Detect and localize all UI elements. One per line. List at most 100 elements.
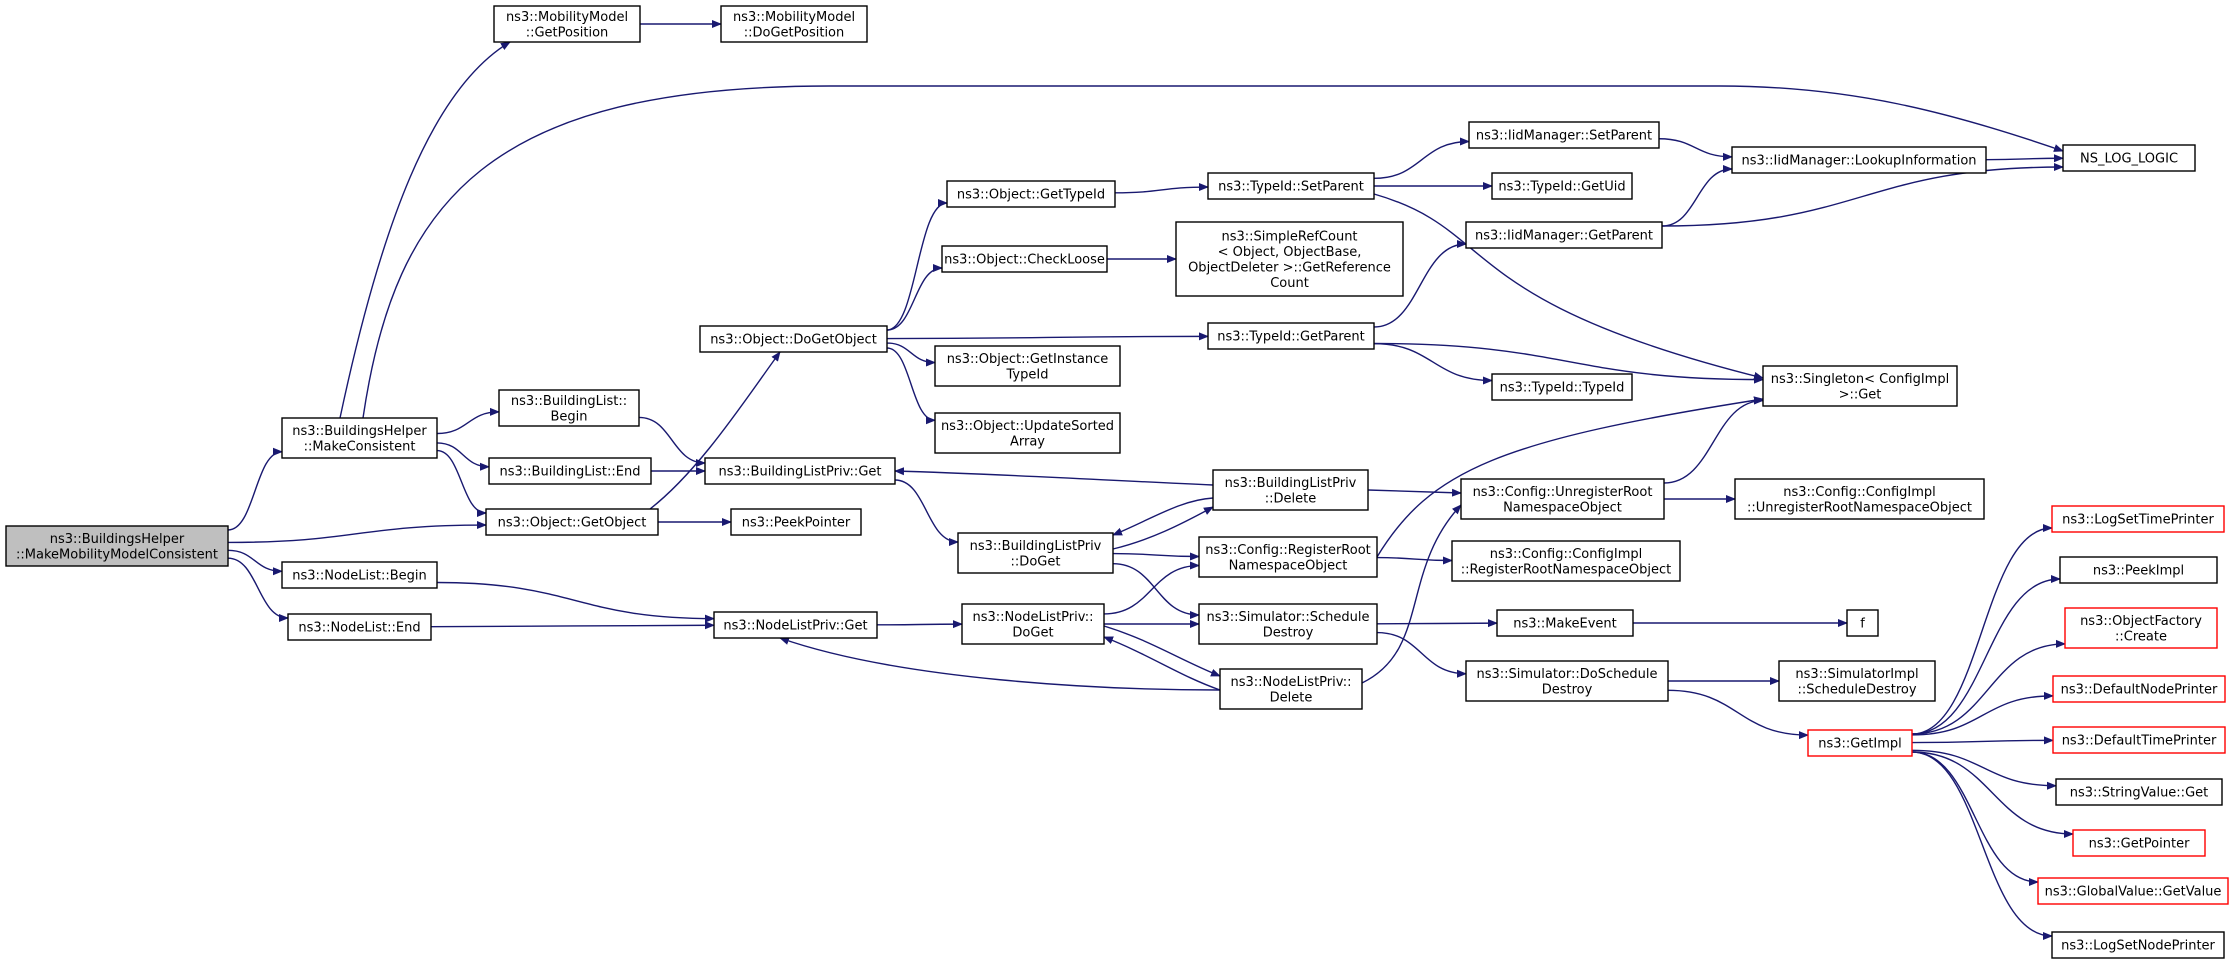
node-blp-dg[interactable]: ns3::BuildingListPriv::DoGet (957, 532, 1114, 574)
edge-blp_del-to-blp_dg (1112, 497, 1214, 536)
node-box (2052, 675, 2226, 703)
edge-bl_begin-to-blp_get (638, 416, 706, 467)
edge-root-to-obj_go (227, 521, 487, 544)
edge-nlp_del-to-nlp_dg (1103, 636, 1221, 691)
node-box (1778, 660, 1936, 702)
edge-getimpl-to-sv_get (1911, 749, 2057, 790)
node-cfgi-urn[interactable]: ns3::Config::ConfigImpl::UnregisterRootN… (1734, 478, 1985, 520)
node-box (1212, 469, 1369, 511)
node-cfgi-rrn[interactable]: ns3::Config::ConfigImpl::RegisterRootNam… (1451, 540, 1681, 582)
node-nl-end[interactable]: ns3::NodeList::End (287, 613, 432, 641)
node-label-line: DoGet (1012, 625, 1053, 640)
node-label-line: ns3::TypeId::TypeId (1500, 381, 1625, 396)
node-label-line: ns3::BuildingsHelper (292, 424, 427, 439)
node-nlp-dg[interactable]: ns3::NodeListPriv::DoGet (961, 603, 1105, 645)
node-lstp[interactable]: ns3::LogSetTimePrinter (2051, 505, 2225, 533)
node-log[interactable]: NS_LOG_LOGIC (2062, 144, 2196, 172)
node-box (2059, 556, 2218, 584)
node-iid-li[interactable]: ns3::IidManager::LookupInformation (1731, 146, 1987, 174)
node-nlp-get[interactable]: ns3::NodeListPriv::Get (713, 611, 878, 639)
node-box (941, 245, 1108, 273)
node-mm-gp[interactable]: ns3::MobilityModel::GetPosition (493, 5, 641, 43)
node-mkevent[interactable]: ns3::MakeEvent (1496, 609, 1634, 637)
edge-obj_dgo-to-obj_gti (886, 199, 948, 331)
edge-nlp_dg-to-cfg_rrn (1103, 561, 1200, 615)
node-blp-get[interactable]: ns3::BuildingListPriv::Get (704, 457, 896, 485)
edge-cfg_rrn-to-cfgi_rrn (1376, 556, 1453, 565)
node-label-line: f (1860, 617, 1865, 632)
node-nlp-del[interactable]: ns3::NodeListPriv::Delete (1219, 668, 1363, 710)
node-blp-del[interactable]: ns3::BuildingListPriv::Delete (1212, 469, 1369, 511)
node-label-line: NamespaceObject (1229, 558, 1348, 573)
node-singleton[interactable]: ns3::Singleton< ConfigImpl>::Get (1762, 365, 1958, 407)
node-getptr[interactable]: ns3::GetPointer (2072, 829, 2206, 857)
node-obj-gti[interactable]: ns3::Object::GetTypeId (946, 180, 1116, 208)
node-sv-get[interactable]: ns3::StringValue::Get (2055, 778, 2223, 806)
node-srf[interactable]: ns3::SimpleRefCount< Object, ObjectBase,… (1175, 221, 1404, 297)
node-label-line: ns3::TypeId::SetParent (1218, 180, 1364, 195)
node-box (2052, 726, 2226, 754)
node-bl-begin[interactable]: ns3::BuildingList::Begin (498, 389, 640, 427)
node-label-line: ns3::MobilityModel (733, 10, 855, 25)
node-dnp[interactable]: ns3::DefaultNodePrinter (2052, 675, 2226, 703)
node-gv-getvalue[interactable]: ns3::GlobalValue::GetValue (2037, 877, 2229, 905)
edge-getimpl-to-dtp (1911, 736, 2054, 745)
node-box (1468, 121, 1660, 149)
node-peekptr[interactable]: ns3::PeekPointer (730, 508, 862, 536)
node-tid-sp[interactable]: ns3::TypeId::SetParent (1207, 172, 1375, 200)
node-bl-end[interactable]: ns3::BuildingList::End (488, 457, 652, 485)
node-box (1491, 172, 1633, 200)
node-nl-begin[interactable]: ns3::NodeList::Begin (281, 561, 438, 589)
node-box (493, 5, 641, 43)
node-label-line: ns3::MakeEvent (1513, 617, 1617, 632)
node-box (2037, 877, 2229, 905)
node-cfg-rrn[interactable]: ns3::Config::RegisterRootNamespaceObject (1198, 536, 1378, 578)
node-sim-sd[interactable]: ns3::Simulator::ScheduleDestroy (1198, 603, 1378, 645)
node-lsnp[interactable]: ns3::LogSetNodePrinter (2051, 931, 2225, 959)
edge-blp_dg-to-blp_del (1112, 506, 1214, 550)
node-peekimpl[interactable]: ns3::PeekImpl (2059, 556, 2218, 584)
edge-iid_sp-to-iid_li (1658, 138, 1733, 161)
node-label-line: ns3::BuildingsHelper (50, 532, 185, 547)
node-label-line: ::DoGetPosition (744, 25, 845, 40)
node-label-line: ::MakeMobilityModelConsistent (16, 547, 218, 562)
node-simi-sd[interactable]: ns3::SimulatorImpl::ScheduleDestroy (1778, 660, 1936, 702)
node-box (730, 508, 862, 536)
node-label-line: ns3::Config::RegisterRoot (1205, 543, 1371, 558)
edge-obj_go-to-obj_dgo (649, 351, 781, 510)
edge-getimpl-to-getptr (1911, 751, 2074, 838)
node-tid-gp[interactable]: ns3::TypeId::GetParent (1207, 322, 1375, 350)
node-iid-sp[interactable]: ns3::IidManager::SetParent (1468, 121, 1660, 149)
node-tid-tid[interactable]: ns3::TypeId::TypeId (1491, 373, 1633, 401)
node-label-line: ns3::DefaultTimePrinter (2062, 734, 2217, 749)
node-tid-guid[interactable]: ns3::TypeId::GetUid (1491, 172, 1633, 200)
node-box (2072, 829, 2206, 857)
node-bh-mc[interactable]: ns3::BuildingsHelper::MakeConsistent (281, 417, 438, 459)
node-root[interactable]: ns3::BuildingsHelper::MakeMobilityModelC… (5, 525, 229, 567)
node-f[interactable]: f (1846, 609, 1879, 637)
node-cfg-urn[interactable]: ns3::Config::UnregisterRootNamespaceObje… (1460, 478, 1665, 520)
node-label-line: ::GetPosition (526, 25, 609, 40)
node-label-line: ns3::TypeId::GetUid (1498, 180, 1625, 195)
node-getimpl[interactable]: ns3::GetImpl (1807, 729, 1913, 757)
node-box (961, 603, 1105, 645)
node-box (713, 611, 878, 639)
node-mm-dgp[interactable]: ns3::MobilityModel::DoGetPosition (720, 5, 868, 43)
node-dtp[interactable]: ns3::DefaultTimePrinter (2052, 726, 2226, 754)
node-label-line: ns3::NodeListPriv:: (1230, 675, 1351, 690)
node-obj-go[interactable]: ns3::Object::GetObject (485, 508, 659, 536)
node-label-line: Destroy (1542, 682, 1593, 697)
node-box (281, 417, 438, 459)
node-label-line: ns3::GetPointer (2089, 837, 2190, 852)
node-obj-cl[interactable]: ns3::Object::CheckLoose (941, 245, 1108, 273)
edge-bh_mc-to-bl_begin (436, 407, 500, 435)
node-objf-create[interactable]: ns3::ObjectFactory::Create (2064, 607, 2218, 649)
edge-bh_mc-to-obj_go (436, 449, 487, 517)
node-obj-dgo[interactable]: ns3::Object::DoGetObject (699, 325, 888, 353)
edge-getimpl-to-lstp (1911, 524, 2053, 735)
node-label-line: ns3::BuildingListPriv::Get (719, 465, 882, 480)
node-iid-gp[interactable]: ns3::IidManager::GetParent (1465, 221, 1663, 249)
